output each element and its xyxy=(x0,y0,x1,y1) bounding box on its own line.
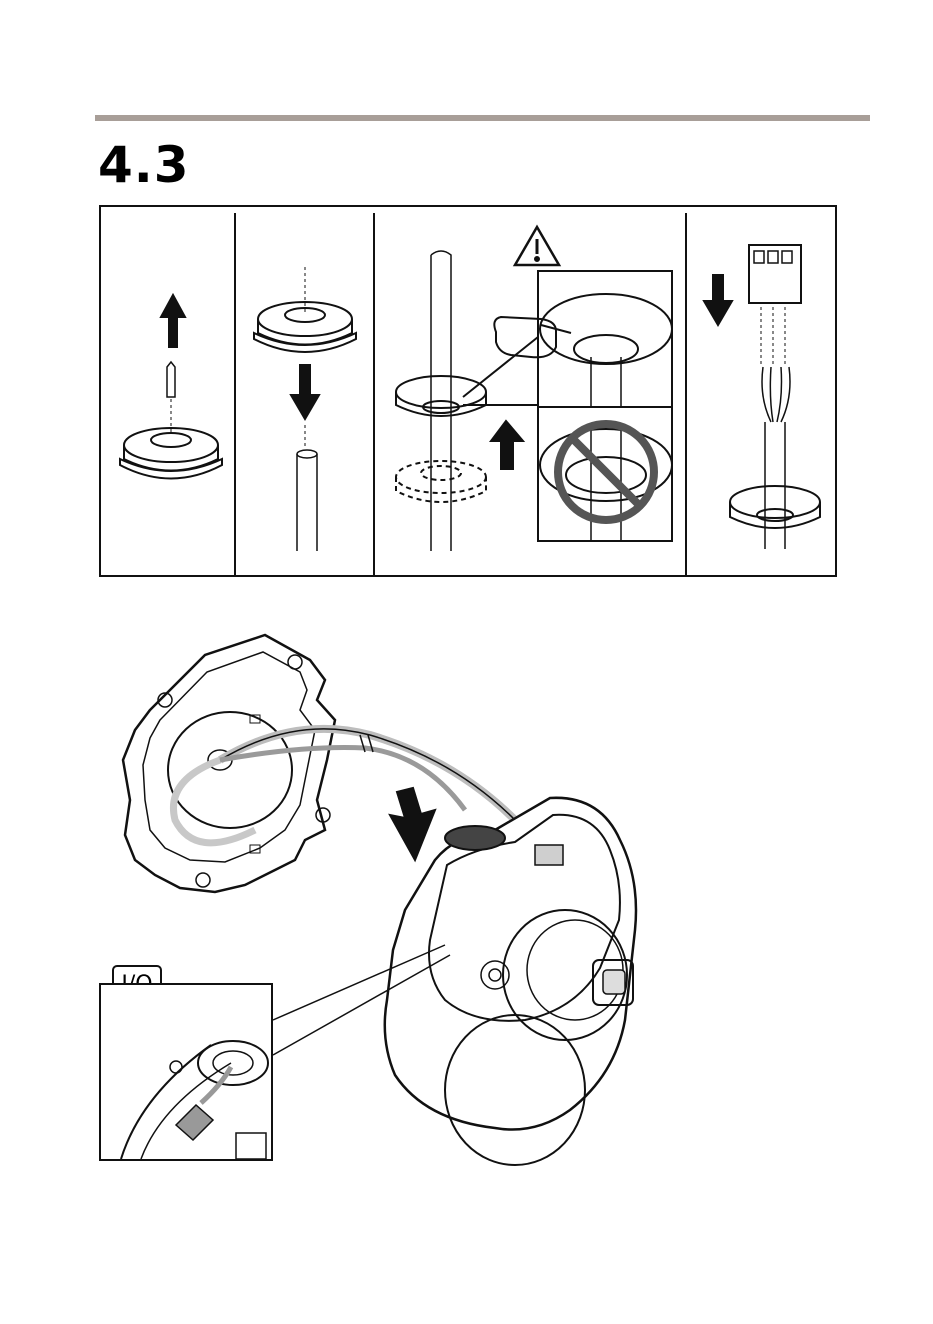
warning-icon xyxy=(515,227,559,265)
panel-3-slide-grommet xyxy=(396,227,672,551)
header-rule xyxy=(95,115,870,121)
step-number: 4.3 xyxy=(98,140,190,190)
arrow-down-icon xyxy=(291,365,319,419)
mounting-bracket xyxy=(123,635,335,892)
io-detail-box xyxy=(99,983,273,1161)
camera-unit xyxy=(385,798,636,1165)
arrow-down-icon xyxy=(390,788,435,860)
arrow-up-icon xyxy=(491,421,523,469)
panel-4-connector xyxy=(704,245,820,549)
panel-2-fit-grommet xyxy=(254,267,356,551)
arrow-down-icon xyxy=(704,275,732,325)
panel-1-remove-plug xyxy=(120,295,222,479)
instruction-panel-strip xyxy=(99,205,837,577)
arrow-up-icon xyxy=(161,295,185,347)
